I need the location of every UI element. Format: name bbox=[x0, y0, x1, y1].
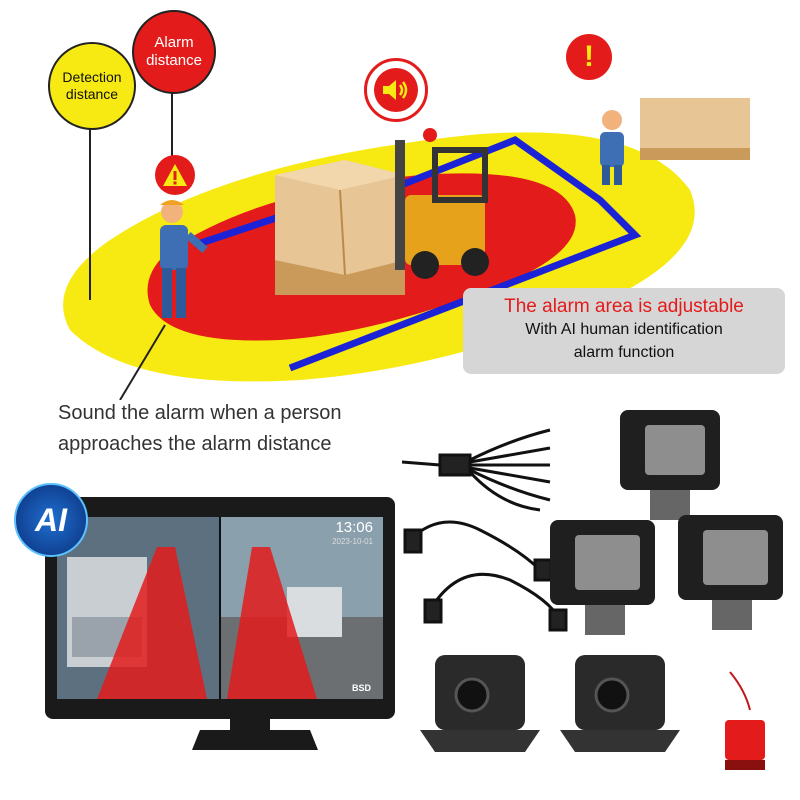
bsd-label: BSD bbox=[351, 683, 371, 693]
monitor-stand bbox=[192, 716, 318, 750]
accessories-group bbox=[401, 410, 783, 770]
detection-distance-label: Detection distance bbox=[48, 42, 136, 130]
camera bbox=[560, 655, 680, 752]
background-worker bbox=[600, 98, 750, 185]
alarm-distance-text: Alarm distance bbox=[146, 34, 202, 69]
adjustable-area-callout: The alarm area is adjustable With AI hum… bbox=[463, 288, 785, 374]
camera bbox=[420, 655, 540, 752]
work-light bbox=[620, 410, 720, 520]
monitor-screen: 13:06 2023-10-01 BSD bbox=[57, 517, 383, 699]
exclamation-icon: ! bbox=[566, 34, 612, 80]
extension-cable bbox=[403, 520, 568, 632]
callout-line-2: alarm function bbox=[573, 344, 675, 361]
alarm-beacon bbox=[725, 671, 765, 770]
ai-badge-text: AI bbox=[35, 501, 67, 538]
monitor-date: 2023-10-01 bbox=[332, 537, 373, 546]
forklift bbox=[395, 128, 489, 279]
caption-line-1: Sound the alarm when a person bbox=[58, 402, 342, 424]
monitor-time: 13:06 bbox=[335, 519, 373, 536]
monitor-display: 13:06 2023-10-01 BSD bbox=[45, 497, 395, 719]
worker-figure bbox=[160, 200, 208, 318]
caption-line-2: approaches the alarm distance bbox=[58, 433, 332, 455]
alarm-caption: Sound the alarm when a person approaches… bbox=[58, 398, 398, 460]
split-camera-view bbox=[57, 517, 383, 699]
warning-triangle-icon bbox=[155, 155, 195, 195]
detection-distance-text: Detection distance bbox=[62, 69, 122, 102]
cargo-box bbox=[275, 160, 405, 295]
work-light bbox=[678, 515, 783, 630]
ai-badge: AI bbox=[14, 483, 88, 557]
callout-line-1: With AI human identification bbox=[525, 321, 723, 338]
alarm-distance-label: Alarm distance bbox=[132, 10, 216, 94]
scene-illustration bbox=[63, 92, 750, 400]
callout-title: The alarm area is adjustable bbox=[504, 296, 744, 317]
work-light bbox=[550, 520, 655, 635]
speaker-icon bbox=[364, 58, 428, 122]
wiring-harness bbox=[401, 428, 551, 512]
